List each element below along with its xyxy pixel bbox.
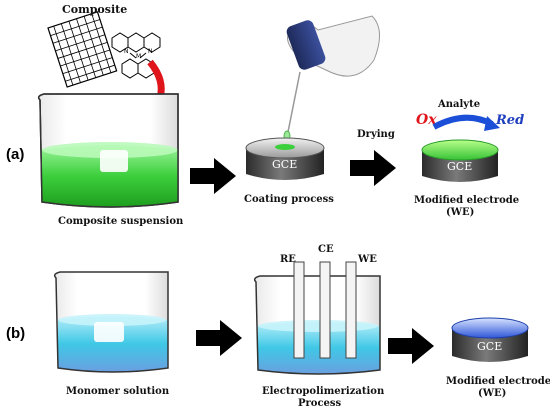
panel-b-label: (b)	[6, 325, 25, 342]
ox-label: Ox	[416, 112, 437, 128]
phenanthroline-complex-icon: N N M	[111, 32, 161, 79]
composite-suspension-liquid	[42, 145, 178, 207]
arrow-icon	[190, 158, 236, 194]
electropolimerization-label: Electropolimerization	[262, 386, 385, 397]
arrow-icon	[388, 328, 434, 364]
svg-text:N: N	[148, 48, 153, 55]
arrow-icon	[196, 320, 242, 356]
arrow-icon	[350, 150, 396, 186]
re-label: RE	[280, 254, 296, 265]
electropolimerization-sub: Process	[298, 398, 342, 409]
drying-label: Drying	[357, 129, 395, 140]
monomer-solution-label: Monomer solution	[66, 386, 170, 397]
redox-arrow	[432, 114, 494, 130]
svg-text:M: M	[136, 53, 141, 60]
redox-arrow-head	[484, 116, 500, 131]
analyte-label: Analyte	[437, 99, 480, 110]
reference-electrode	[293, 261, 305, 359]
modified-electrode-a-sub: (WE)	[446, 207, 474, 218]
electrode-icon: GCE	[451, 317, 529, 362]
monomer-solution-liquid	[58, 316, 168, 372]
coating-process-label: Coating process	[244, 194, 334, 205]
ce-label: CE	[318, 244, 334, 255]
composite-label: Composite	[62, 3, 127, 16]
beaker-icon	[37, 93, 179, 208]
pipette-hand-icon	[283, 15, 380, 142]
electrode-icon: GCE	[245, 137, 325, 180]
red-label: Red	[495, 113, 524, 128]
modified-electrode-b-label: Modified electrode	[446, 376, 550, 387]
red-curved-arrow	[147, 59, 165, 99]
svg-text:GCE: GCE	[447, 160, 472, 173]
counter-electrode	[319, 261, 331, 359]
beaker-icon	[53, 271, 169, 373]
svg-text:GCE: GCE	[272, 158, 297, 171]
modified-electrode-a-label: Modified electrode	[414, 195, 519, 206]
svg-text:N: N	[124, 48, 129, 55]
composite-suspension-label: Composite suspension	[58, 216, 184, 227]
graphene-sheet-icon	[47, 11, 118, 88]
svg-text:GCE: GCE	[477, 340, 502, 353]
working-electrode	[345, 261, 357, 359]
electrode-icon: GCE	[421, 139, 499, 182]
panel-a-label: (a)	[6, 146, 24, 163]
beaker-icon	[253, 261, 381, 375]
modified-electrode-b-sub: (WE)	[478, 388, 506, 399]
we-label: WE	[357, 254, 377, 265]
